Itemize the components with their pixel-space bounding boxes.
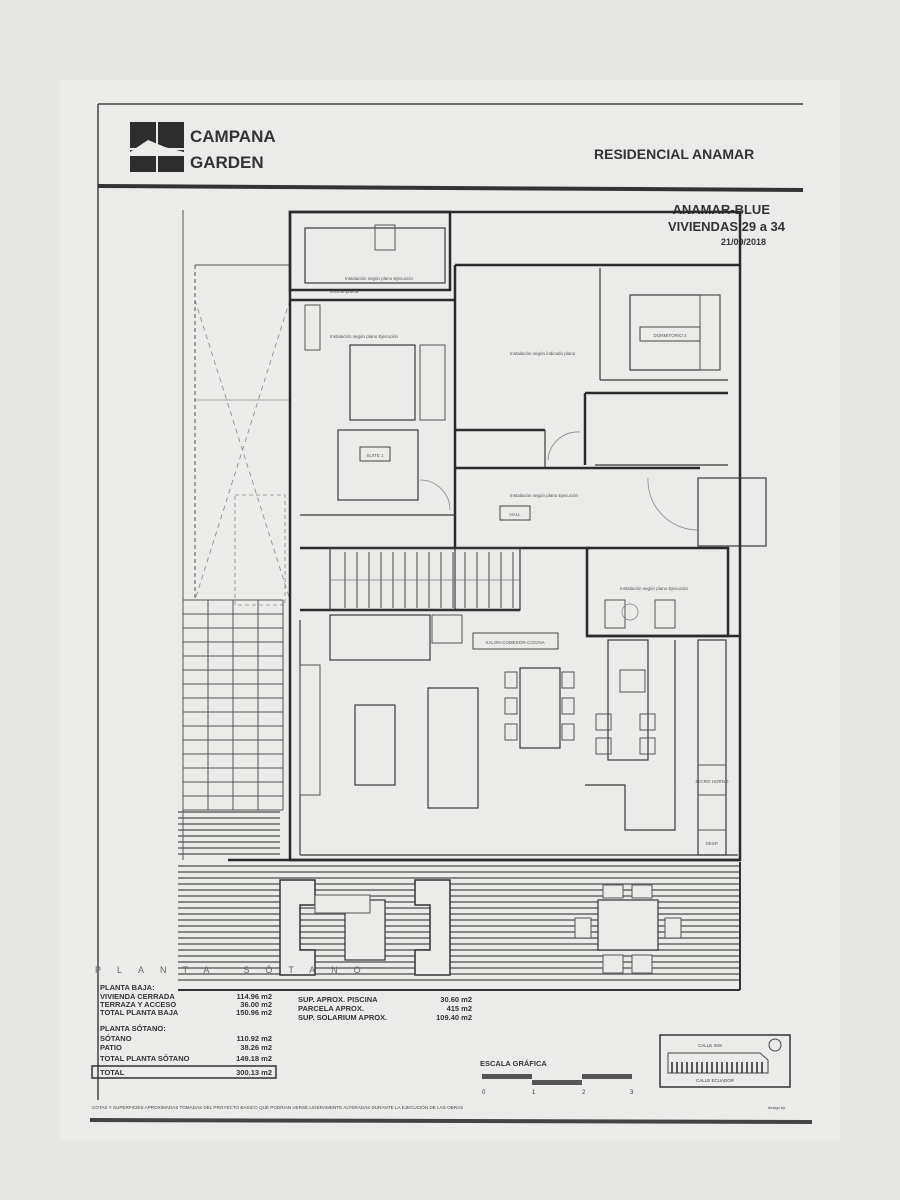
kitchen-island [607,639,649,761]
label-desp: DESP. [706,841,719,846]
area-value: 114.96 m2 [237,992,272,1001]
area-label: TOTAL PLANTA BAJA [100,1008,179,1017]
scale-tick: 2 [582,1090,586,1096]
note-install-bath2: Instalación según plano Ejecución [620,586,689,591]
room-label-hall: HALL [509,512,521,517]
area-value: 38.26 m2 [240,1043,272,1052]
area-label: VIVIENDA CERRADA [100,992,175,1001]
sheet-frame [89,103,813,1124]
dining-table [519,667,561,749]
scale-title: ESCALA GRÁFICA [480,1059,547,1068]
note-install-suite: Instalación según plano Ejecución [330,334,399,339]
footer-disclaimer: COTAS Y SUPERFICIES APROXIMADAS TOMADAS … [92,1104,463,1110]
floor-label: PLANTA SÓTANO [95,965,377,975]
area-value: 110.92 m2 [237,1034,272,1043]
project-name: RESIDENCIAL ANAMAR [594,146,754,162]
interior-stairs [330,552,520,608]
design-by: design by [768,1105,785,1110]
room-labels: SUITE 1 DORMITORIO 2 HALL SALON-COMEDOR-… [330,276,729,846]
area-label: PATIO [100,1043,122,1052]
area-value: 30.60 m2 [440,995,472,1004]
area-label: PARCELA APROX. [298,1004,364,1013]
scale-tick: 3 [630,1090,634,1096]
logo-text-line1: CAMPANA [190,127,276,146]
area-value: 149.18 m2 [236,1054,272,1063]
plan-name: ANAMAR-BLUE [673,202,771,217]
room-label-living: SALON-COMEDOR-COCINA [485,640,544,645]
note-install-hall: Instalación según plano Ejecución [510,493,579,498]
key-plan: CALLE ISIS CALLE ECUADOR [659,1034,791,1088]
note-above-door: encima puerta [330,289,359,294]
area-value: 150.96 m2 [236,1008,272,1017]
scale-tick: 0 [482,1090,486,1096]
terrace-furniture [279,879,682,976]
furniture [299,224,727,856]
bed-suite [349,344,416,421]
area-value: 36.00 m2 [240,1000,272,1009]
plan-units: VIVIENDAS 29 a 34 [668,219,786,234]
north-arrow-icon [768,1038,782,1052]
area-label: SÓTANO [100,1034,132,1043]
sofa-2 [427,687,479,809]
area-table: PLANTA BAJA: VIVIENDA CERRADA 114.96 m2 … [91,983,472,1079]
note-install-bath: Instalación según plano Ejecución [345,276,414,281]
sofa [329,614,431,661]
exterior-stairs [182,599,284,811]
campana-garden-logo: CAMPANA GARDEN [130,122,276,172]
scale-tick: 1 [532,1090,536,1096]
plan-date: 21/09/2018 [721,237,766,247]
room-label-bedroom2: DORMITORIO 2 [654,333,687,338]
key-plan-top-street: CALLE ISIS [698,1043,722,1048]
key-plan-bottom-street: CALLE ECUADOR [696,1078,735,1083]
label-micro: MICRO HORNO [696,779,729,784]
area-value: 415 m2 [447,1004,472,1013]
ground-title: PLANTA BAJA: [100,983,155,992]
logo-text-line2: GARDEN [190,153,264,172]
basement-title: PLANTA SÓTANO: [100,1024,166,1033]
room-label-suite: SUITE 1 [366,453,384,458]
area-label: TOTAL PLANTA SÓTANO [100,1054,190,1063]
graphic-scale: ESCALA GRÁFICA 0 1 2 3 [480,1059,634,1096]
note-install-bedroom: Instalación según indicado plano [510,351,576,356]
terrace-table [597,899,659,951]
total-value: 300.13 m2 [236,1068,272,1077]
area-label: SUP. SOLARIUM APROX. [298,1013,387,1022]
area-label: TERRAZA Y ACCESO [100,1000,176,1009]
area-label: SUP. APROX. PISCINA [298,995,378,1004]
total-label: TOTAL [100,1068,125,1077]
area-value: 109.40 m2 [436,1013,472,1022]
house-walls [228,210,767,862]
